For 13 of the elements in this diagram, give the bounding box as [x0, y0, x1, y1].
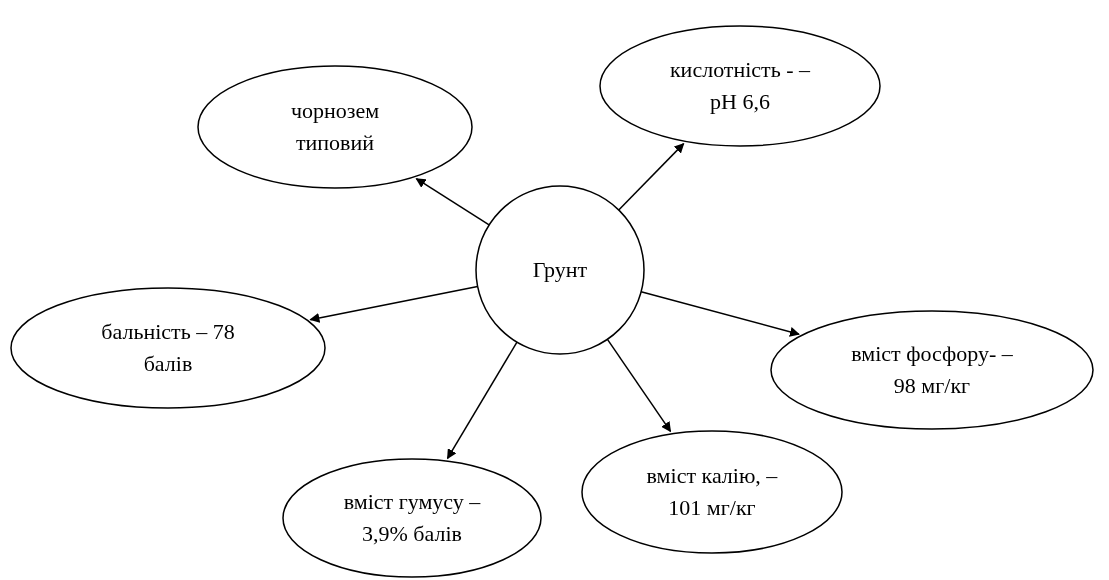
- node-label: бальність – 78 балів: [100, 318, 236, 378]
- node-label: вміст гумусу – 3,9% балів: [342, 488, 482, 548]
- node-label: вміст фосфору- – 98 мг/кг: [850, 340, 1014, 400]
- arrow: [606, 338, 672, 433]
- node-label: Грунт: [531, 256, 589, 284]
- arrow: [309, 285, 479, 323]
- arrow: [446, 341, 518, 460]
- arrow: [415, 177, 490, 226]
- arrow: [640, 291, 800, 337]
- node-label: вміст калію, – 101 мг/кг: [645, 462, 779, 522]
- arrow: [618, 142, 685, 211]
- node-label: чорнозем типовий: [289, 97, 381, 157]
- node-label: кислотність - – pH 6,6: [668, 56, 812, 116]
